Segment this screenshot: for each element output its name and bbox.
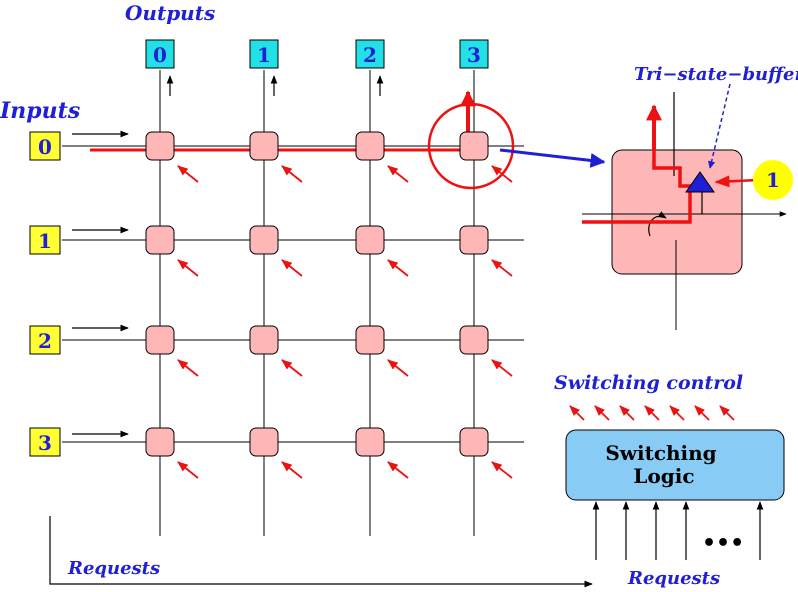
crosspoint-2-2 xyxy=(355,325,385,355)
control-arrow-2-0 xyxy=(177,359,199,377)
column-lines xyxy=(159,70,475,536)
control-arrow-3-0 xyxy=(177,461,199,479)
input-port-label: 2 xyxy=(38,329,52,353)
crosspoint-1-1 xyxy=(249,225,279,255)
input-port-2: 2 xyxy=(29,325,61,355)
input-arrows xyxy=(72,130,129,438)
control-arrow-3-2 xyxy=(387,461,409,479)
crosspoint-3-2 xyxy=(355,427,385,457)
switching-control-label: Switching control xyxy=(554,372,743,394)
output-port-label: 0 xyxy=(153,43,167,67)
control-arrow-3-1 xyxy=(281,461,303,479)
crosspoint-1-0 xyxy=(145,225,175,255)
enable-value: 1 xyxy=(766,168,780,192)
crosspoint-0-2 xyxy=(355,131,385,161)
switching-logic-line1: Switching xyxy=(605,441,716,465)
control-arrow-3-3 xyxy=(491,461,513,479)
requests-label-right: Requests xyxy=(627,568,720,589)
switching-control-arrow-1 xyxy=(594,405,610,421)
output-port-label: 3 xyxy=(467,43,481,67)
crosspoint-0-3 xyxy=(459,131,489,161)
control-arrow-0-1 xyxy=(281,165,303,183)
switching-control-arrow-6 xyxy=(719,405,735,421)
highlight-circle xyxy=(427,102,515,190)
input-port-1: 1 xyxy=(29,225,61,255)
output-port-0: 0 xyxy=(145,39,175,69)
output-port-label: 1 xyxy=(257,43,271,67)
crosspoint-grid xyxy=(145,131,489,457)
enable-signal: 1 xyxy=(753,160,793,200)
control-arrow-1-3 xyxy=(491,259,513,277)
switching-control-arrow-3 xyxy=(644,405,660,421)
switching-control-arrow-4 xyxy=(669,405,685,421)
switching-control-arrow-0 xyxy=(569,405,585,421)
output-port-label: 2 xyxy=(363,43,377,67)
row-lines xyxy=(62,145,524,443)
outputs-label: Outputs xyxy=(125,1,215,25)
output-port-1: 1 xyxy=(249,39,279,69)
tri-state-buffer-label: Tri−state−buffer xyxy=(634,64,798,85)
input-port-3: 3 xyxy=(29,427,61,457)
crosspoint-2-0 xyxy=(145,325,175,355)
crosspoint-0-1 xyxy=(249,131,279,161)
request-arrows xyxy=(592,501,764,560)
crosspoint-3-0 xyxy=(145,427,175,457)
crosspoint-detail xyxy=(582,83,787,330)
tri-state-buffer-icon xyxy=(685,171,715,193)
switching-logic-box: Switching Logic xyxy=(565,429,785,501)
crosspoint-2-3 xyxy=(459,325,489,355)
zoom-arrow xyxy=(499,148,606,168)
output-port-2: 2 xyxy=(355,39,385,69)
control-arrow-0-2 xyxy=(387,165,409,183)
crosspoint-0-0 xyxy=(145,131,175,161)
switching-control-arrow-2 xyxy=(619,405,635,421)
input-port-label: 3 xyxy=(38,431,52,455)
requests-path xyxy=(49,516,593,588)
crosspoint-2-1 xyxy=(249,325,279,355)
switching-control-arrows xyxy=(569,405,735,421)
request-ellipsis: ••• xyxy=(702,531,744,556)
input-ports: 0 1 2 3 xyxy=(29,131,61,457)
crosspoint-3-3 xyxy=(459,427,489,457)
switching-logic-line2: Logic xyxy=(633,464,694,488)
switching-control-arrow-5 xyxy=(694,405,710,421)
input-port-0: 0 xyxy=(29,131,61,161)
control-arrow-0-0 xyxy=(177,165,199,183)
output-port-3: 3 xyxy=(459,39,489,69)
control-arrow-2-1 xyxy=(281,359,303,377)
output-arrows xyxy=(166,75,384,96)
control-arrow-1-2 xyxy=(387,259,409,277)
crosspoint-1-2 xyxy=(355,225,385,255)
control-arrow-2-3 xyxy=(491,359,513,377)
requests-label-left: Requests xyxy=(67,558,160,579)
input-port-label: 1 xyxy=(38,229,52,253)
control-arrow-1-1 xyxy=(281,259,303,277)
input-port-label: 0 xyxy=(38,135,52,159)
control-arrow-1-0 xyxy=(177,259,199,277)
inputs-label: Inputs xyxy=(0,98,80,124)
output-ports: 0 1 2 3 xyxy=(145,39,489,69)
crosspoint-3-1 xyxy=(249,427,279,457)
crosspoint-1-3 xyxy=(459,225,489,255)
control-arrow-2-2 xyxy=(387,359,409,377)
